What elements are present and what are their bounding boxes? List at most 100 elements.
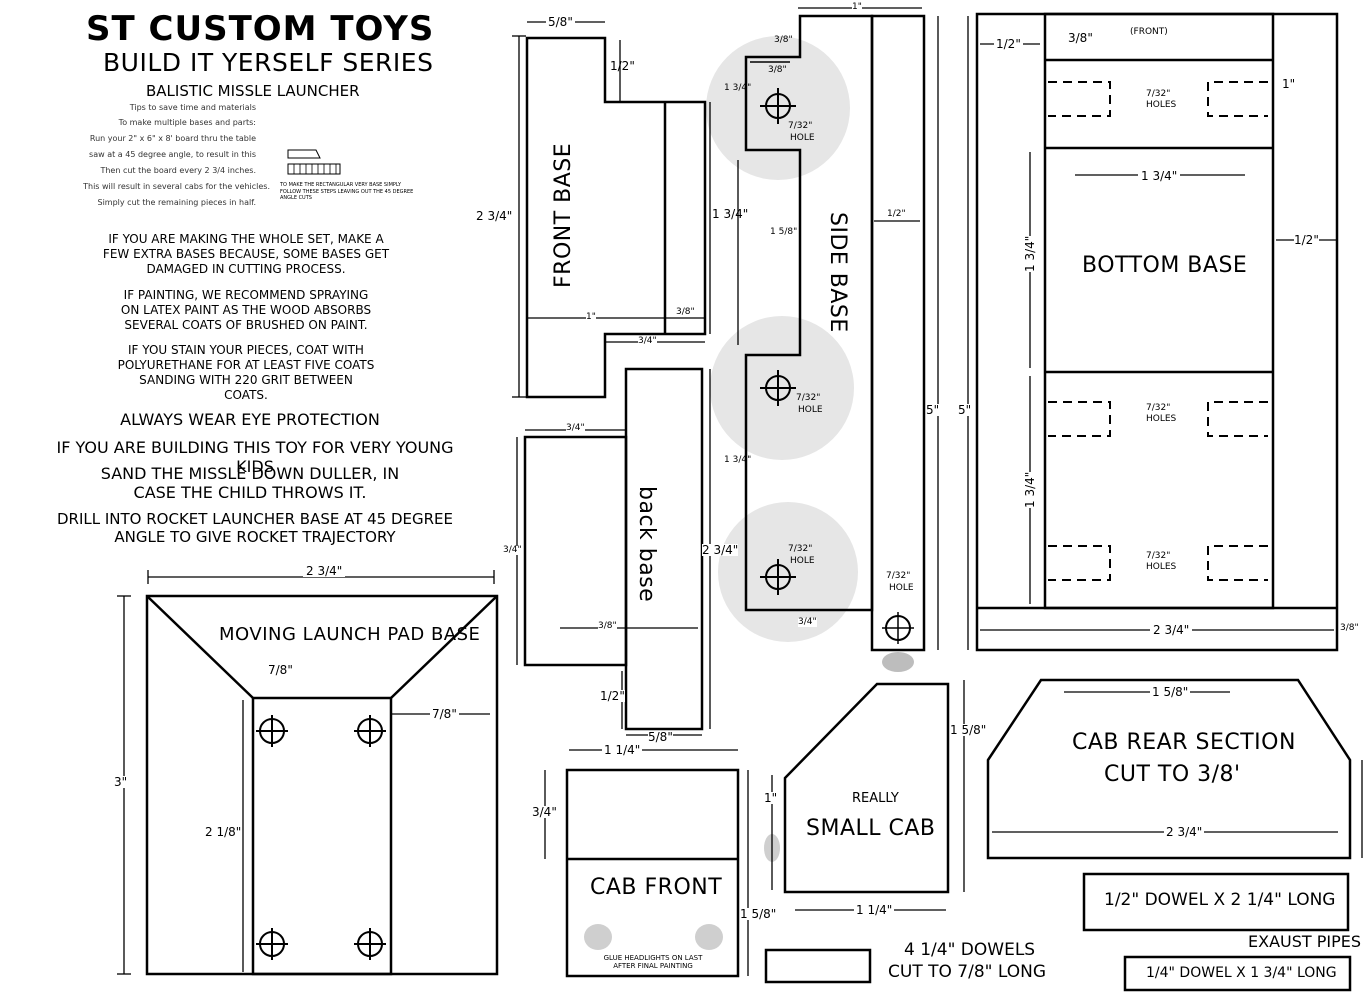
small-cab-width: 1 1/4": [854, 903, 895, 917]
bottom-base-right: 1/2": [1294, 233, 1319, 247]
side-hole-3-word: HOLE: [790, 556, 815, 566]
side-hole-4-size: 7/32": [886, 571, 911, 581]
side-base-f: 3/4": [798, 617, 817, 627]
launch-pad-holes: [256, 715, 386, 960]
bottom-base-v2: 1 3/4": [1023, 471, 1037, 508]
small-cab-line2: SMALL CAB: [806, 816, 936, 841]
launch-pad-inset-side: 7/8": [430, 707, 459, 721]
tip-line: saw at a 45 degree angle, to result in t…: [89, 150, 256, 159]
bottom-base-v1: 1 3/4": [1023, 235, 1037, 272]
back-base-inner: 3/8": [598, 621, 617, 631]
front-base-height: 2 3/4": [476, 209, 513, 223]
bottom-holes-2-size: 7/32": [1146, 403, 1171, 413]
back-base-top: 3/4": [566, 423, 585, 433]
side-hole-2-size: 7/32": [796, 393, 821, 403]
launch-pad-label: MOVING LAUNCH PAD BASE: [219, 624, 481, 645]
note-staining: IF YOU STAIN YOUR PIECES, COAT WITH POLY…: [117, 343, 375, 402]
exhaust-box: [1123, 955, 1352, 992]
warning-young-kids: IF YOU ARE BUILDING THIS TOY FOR VERY YO…: [56, 438, 454, 477]
bottom-holes-2-word: HOLES: [1146, 414, 1177, 424]
bottom-base-bottom: 3/8": [1340, 623, 1359, 633]
front-base-top: 5/8": [546, 15, 575, 29]
cab-rear-width: 2 3/4": [1164, 825, 1205, 839]
launch-pad-inset-top: 7/8": [268, 663, 293, 677]
side-base-a: 3/8": [774, 35, 793, 45]
tip-line: Run your 2" x 6" x 8' board thru the tab…: [89, 134, 256, 143]
side-base-outline: [744, 14, 874, 612]
tip-line: Simply cut the remaining pieces in half.: [97, 198, 257, 207]
dowels-line1: 4 1/4" DOWELS: [904, 940, 1036, 960]
side-base-c: 1 3/4": [724, 83, 752, 93]
tip-line: To make multiple bases and parts:: [118, 118, 256, 127]
bottom-base-top-right: 1": [1282, 77, 1296, 91]
back-base-label: back base: [634, 486, 659, 603]
series-title: BUILD IT YERSELF SERIES: [103, 48, 434, 77]
cab-front-width: 1 1/4": [602, 743, 643, 757]
cab-rear-top: 1 5/8": [1150, 685, 1191, 699]
bottom-holes-1-word: HOLES: [1146, 100, 1177, 110]
cab-front-outline: [565, 768, 740, 978]
note-painting: IF PAINTING, WE RECOMMEND SPRAYING ON LA…: [120, 288, 372, 332]
tip-line: Then cut the board every 2 3/4 inches.: [100, 166, 256, 175]
exhaust-title: EXAUST PIPES: [1248, 932, 1362, 951]
brand-title: ST CUSTOM TOYS: [86, 9, 435, 49]
front-base-outline: [525, 36, 707, 399]
small-cab-h1: 1": [764, 791, 778, 805]
side-hole-4-word: HOLE: [889, 583, 914, 593]
warning-sand-missile: SAND THE MISSLE DOWN DULLER, IN CASE THE…: [100, 464, 400, 503]
note-extra-bases: IF YOU ARE MAKING THE WHOLE SET, MAKE A …: [102, 232, 390, 276]
side-base-holes: [760, 88, 796, 595]
side-hole-2-word: HOLE: [798, 405, 823, 415]
back-base-notch: 1/2": [600, 689, 625, 703]
bottom-holes-3-size: 7/32": [1146, 551, 1171, 561]
side-hole-1-word: HOLE: [790, 133, 815, 143]
long-dowel-box: [1082, 872, 1350, 932]
front-base-bottom-2: 3/8": [676, 307, 695, 317]
side-base-label: SIDE BASE: [825, 212, 850, 333]
bottom-base-mid-width: 1 3/4": [1138, 170, 1181, 182]
side-base-g: 1/2": [887, 209, 906, 219]
cab-rear-outline: [986, 678, 1352, 860]
small-cab-line1: REALLY: [852, 791, 899, 806]
back-base-left: 3/4": [503, 545, 522, 555]
side-base-bar: [870, 14, 926, 652]
side-base-top: 1": [852, 2, 862, 12]
launch-pad-width: 2 3/4": [303, 565, 346, 577]
side-base-height: 5": [926, 403, 940, 417]
cab-front-top-height: 3/4": [532, 805, 557, 819]
small-cab-height: 1 5/8": [950, 723, 987, 737]
bottom-base-width: 2 3/4": [1150, 624, 1193, 636]
back-base-right: 2 3/4": [702, 543, 739, 557]
dowels-line2: CUT TO 7/8" LONG: [888, 962, 1046, 982]
side-hole-1-size: 7/32": [788, 121, 813, 131]
bottom-base-front: (FRONT): [1130, 27, 1168, 37]
cab-rear-line2: CUT TO 3/8': [1104, 762, 1241, 787]
tip-line: Tips to save time and materials: [129, 103, 256, 112]
small-cab-outline: [783, 682, 950, 894]
bottom-holes-3-word: HOLES: [1146, 562, 1177, 572]
dowel-box: [764, 948, 872, 984]
bottom-base-slots: [1048, 81, 1268, 581]
project-title: BALISTIC MISSLE LAUNCHER: [146, 82, 360, 100]
cab-front-height: 1 5/8": [740, 907, 777, 921]
side-base-b: 3/8": [768, 65, 787, 75]
warning-eye-protection: ALWAYS WEAR EYE PROTECTION: [120, 410, 380, 429]
tip-side-note: TO MAKE THE RECTANGULAR VERY BASE SIMPLY…: [280, 182, 414, 201]
cab-rear-line1: CAB REAR SECTION: [1072, 730, 1296, 755]
warning-drill-angle: DRILL INTO ROCKET LAUNCHER BASE AT 45 DE…: [56, 510, 454, 546]
exhaust-label: 1/4" DOWEL X 1 3/4" LONG: [1146, 965, 1337, 981]
side-base-e: 1 3/4": [724, 455, 752, 465]
tip-line: This will result in several cabs for the…: [83, 182, 270, 191]
front-base-notch: 1/2": [610, 59, 635, 73]
bottom-base-height: 5": [958, 403, 972, 417]
side-hole-3-size: 7/32": [788, 544, 813, 554]
launch-pad-height: 3": [114, 775, 128, 789]
front-base-label: FRONT BASE: [551, 142, 576, 288]
bottom-base-top-inset: 3/8": [1068, 31, 1093, 45]
front-base-right: 1 3/4": [712, 207, 749, 221]
long-dowel-label: 1/2" DOWEL X 2 1/4" LONG: [1104, 890, 1336, 910]
back-base-bottom: 5/8": [648, 730, 673, 744]
back-base-side: [523, 435, 628, 667]
cab-front-glue-note: GLUE HEADLIGHTS ON LAST AFTER FINAL PAIN…: [603, 954, 703, 971]
